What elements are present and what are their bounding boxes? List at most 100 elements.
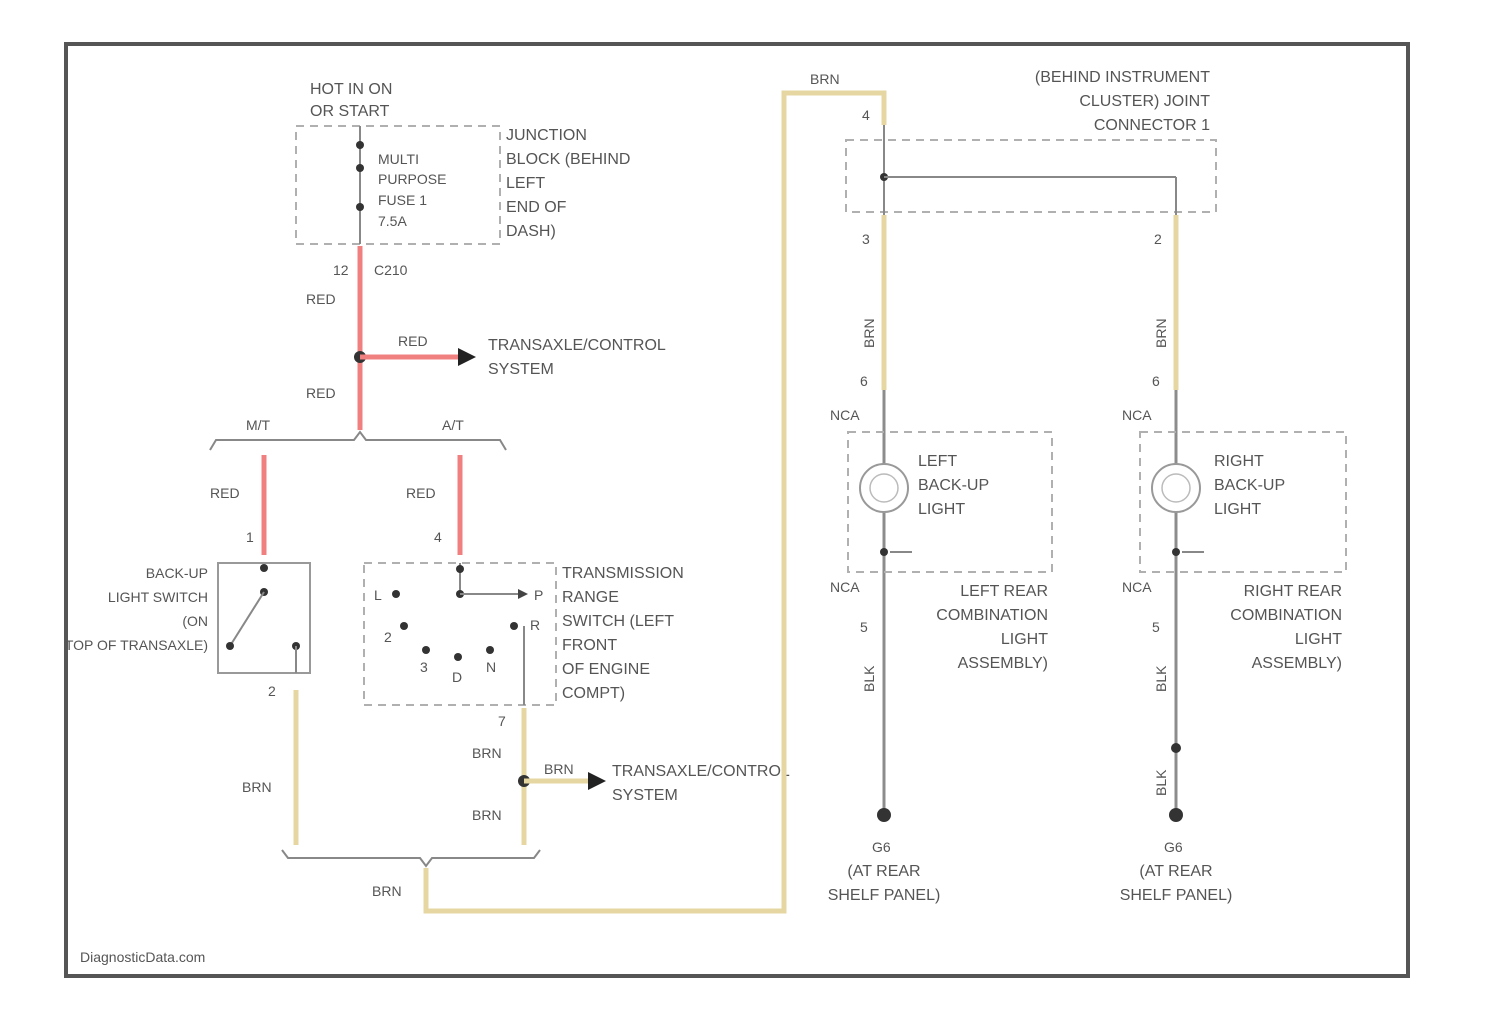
joint-pin-4: 4 (862, 107, 870, 123)
right-ground-2: (AT REAR (1139, 863, 1212, 880)
brn-label-mt: BRN (242, 779, 272, 795)
nca-left-1: NCA (830, 407, 860, 423)
blk-right-1: BLK (1153, 665, 1169, 692)
range-pos-2: 2 (384, 629, 392, 645)
left-ground-1: G6 (872, 839, 891, 855)
right-light-label-2: BACK-UP (1214, 477, 1285, 494)
junction-label-3: LEFT (506, 175, 545, 192)
red-label-mt: RED (210, 485, 240, 501)
blk-right-2: BLK (1153, 769, 1169, 796)
joint-connector: (BEHIND INSTRUMENT CLUSTER) JOINT CONNEC… (846, 69, 1216, 247)
range-switch-pin-top: 4 (434, 529, 442, 545)
right-pin-5: 5 (1152, 619, 1160, 635)
red-circuit: RED RED RED TRANSAXLE/CONTROL SYSTEM M/T… (210, 246, 666, 555)
junction-label-5: DASH) (506, 223, 556, 240)
red-label-2: RED (398, 333, 428, 349)
right-ground-1: G6 (1164, 839, 1183, 855)
mt-label: M/T (246, 417, 271, 433)
joint-label-2: CLUSTER) JOINT (1079, 93, 1210, 110)
nca-right-1: NCA (1122, 407, 1152, 423)
joint-label-3: CONNECTOR 1 (1094, 117, 1210, 134)
range-pos-N: N (486, 659, 496, 675)
junction-label-2: BLOCK (BEHIND (506, 151, 630, 168)
left-assembly-1: LEFT REAR (960, 583, 1048, 600)
range-switch-label-1: TRANSMISSION (562, 565, 684, 582)
joint-pin-2: 2 (1154, 231, 1162, 247)
hot-label-1: HOT IN ON (310, 81, 392, 98)
left-backup-light: BRN 6 NCA LEFT BACK-UP LIGHT NCA 5 LEFT … (828, 215, 1052, 904)
range-switch-label-2: RANGE (562, 589, 619, 606)
fuse-label-2: PURPOSE (378, 171, 446, 187)
junction-label-1: JUNCTION (506, 127, 587, 144)
range-switch-label-4: FRONT (562, 637, 617, 654)
fuse-connector: C210 (374, 262, 408, 278)
nca-left-2: NCA (830, 579, 860, 595)
brn-circuit: TRANSAXLE/CONTROL SYSTEM BRN BRN BRN BRN… (242, 71, 884, 911)
fuse-label-1: MULTI (378, 151, 419, 167)
right-assembly-2: COMBINATION (1230, 607, 1342, 624)
left-light-label-1: LEFT (918, 453, 957, 470)
right-light-label-3: LIGHT (1214, 501, 1261, 518)
transaxle-ctrl-1-line1: TRANSAXLE/CONTROL (488, 337, 666, 354)
watermark: DiagnosticData.com (80, 949, 205, 965)
red-label-1: RED (306, 291, 336, 307)
range-pos-3: 3 (420, 659, 428, 675)
transaxle-ctrl-2-line2: SYSTEM (612, 787, 678, 804)
fuse-label-4: 7.5A (378, 213, 407, 229)
left-light-label-2: BACK-UP (918, 477, 989, 494)
brn-label-at-2: BRN (472, 807, 502, 823)
right-assembly-1: RIGHT REAR (1244, 583, 1342, 600)
right-assembly-4: ASSEMBLY) (1252, 655, 1342, 672)
range-pos-P: P (534, 587, 543, 603)
at-label: A/T (442, 417, 464, 433)
red-label-at: RED (406, 485, 436, 501)
left-light-label-3: LIGHT (918, 501, 965, 518)
right-ground-3: SHELF PANEL) (1120, 887, 1233, 904)
left-ground-2: (AT REAR (847, 863, 920, 880)
left-assembly-3: LIGHT (1001, 631, 1048, 648)
ground-left-icon (877, 808, 891, 822)
left-assembly-2: COMBINATION (936, 607, 1048, 624)
transaxle-ctrl-1-line2: SYSTEM (488, 361, 554, 378)
range-switch-label-3: SWITCH (LEFT (562, 613, 674, 630)
backup-light-switch: 1 BACK-UP LIGHT SWITCH (ON TOP OF TRANSA… (65, 529, 310, 699)
blk-left: BLK (861, 665, 877, 692)
right-light-label-1: RIGHT (1214, 453, 1264, 470)
hot-label-2: OR START (310, 103, 390, 120)
backup-switch-pin-bottom: 2 (268, 683, 276, 699)
brn-label-top: BRN (810, 71, 840, 87)
brn-label-at-3: BRN (544, 761, 574, 777)
brn-label-left: BRN (861, 318, 877, 348)
joint-pin-3: 3 (862, 231, 870, 247)
brn-label-at-1: BRN (472, 745, 502, 761)
right-pin-6: 6 (1152, 373, 1160, 389)
transmission-range-switch: 4 L P 2 R 3 D N TRANSMISSION RANGE SWITC… (364, 529, 684, 729)
nca-right-2: NCA (1122, 579, 1152, 595)
backup-switch-label-2: LIGHT SWITCH (108, 589, 208, 605)
left-assembly-4: ASSEMBLY) (958, 655, 1048, 672)
red-label-3: RED (306, 385, 336, 401)
brn-label-right: BRN (1153, 318, 1169, 348)
right-backup-light: BRN 6 NCA RIGHT BACK-UP LIGHT NCA 5 RIGH… (1120, 215, 1346, 904)
backup-switch-label-4: TOP OF TRANSAXLE) (65, 637, 208, 653)
ground-right-icon (1169, 808, 1183, 822)
range-pos-L: L (374, 587, 382, 603)
brn-label-join: BRN (372, 883, 402, 899)
junction-label-4: END OF (506, 199, 567, 216)
left-pin-6: 6 (860, 373, 868, 389)
backup-switch-label-1: BACK-UP (146, 565, 208, 581)
range-switch-label-5: OF ENGINE (562, 661, 650, 678)
left-pin-5: 5 (860, 619, 868, 635)
range-switch-label-6: COMPT) (562, 685, 625, 702)
fuse-pin: 12 (333, 262, 349, 278)
diagram-frame (66, 44, 1408, 976)
range-pos-D: D (452, 669, 462, 685)
range-switch-pin-bottom: 7 (498, 713, 506, 729)
range-pos-R: R (530, 617, 540, 633)
transaxle-ctrl-2-line1: TRANSAXLE/CONTROL (612, 763, 790, 780)
fuse-label-3: FUSE 1 (378, 192, 427, 208)
left-ground-3: SHELF PANEL) (828, 887, 941, 904)
backup-switch-pin-top: 1 (246, 529, 254, 545)
joint-label-1: (BEHIND INSTRUMENT (1035, 69, 1210, 86)
